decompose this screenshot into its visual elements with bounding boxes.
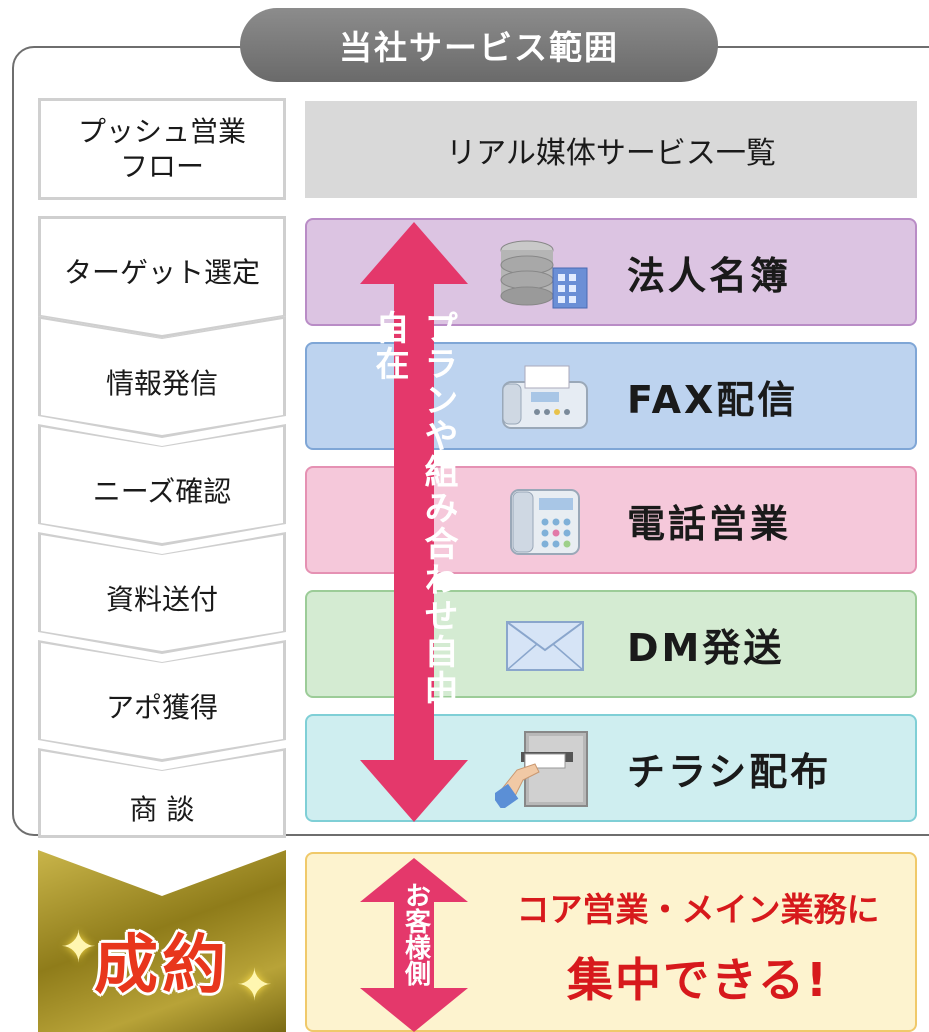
core-business-line1: コア営業・メイン業務に xyxy=(516,890,880,929)
service-label: 法人名簿 xyxy=(627,253,792,298)
flow-step-appointment: アポ獲得 xyxy=(38,640,286,762)
telephone-icon xyxy=(510,489,580,555)
flow-step-label: ニーズ確認 xyxy=(41,427,283,543)
flow-step-target: ターゲット選定 xyxy=(38,216,286,338)
service-label: DM発送 xyxy=(627,625,785,670)
service-label: FAX配信 xyxy=(627,377,799,422)
service-label: 電話営業 xyxy=(627,501,792,546)
database-building-icon xyxy=(500,240,588,309)
sparkle-icon: ✦ xyxy=(236,960,273,1011)
mailbox-hand-icon xyxy=(495,731,588,808)
flexible-plan-text: プランや組み合わせ自由自在 xyxy=(369,310,458,730)
double-arrow-icon xyxy=(360,858,468,1032)
service-label: チラシ配布 xyxy=(627,749,832,794)
service-scope-title: 当社サービス範囲 xyxy=(240,8,718,82)
flow-header: プッシュ営業 フロー xyxy=(38,98,286,200)
contract-label: 成約 xyxy=(94,929,230,1003)
customer-side-text: お客様側 xyxy=(400,882,431,986)
flow-step-label: ターゲット選定 xyxy=(41,219,283,335)
envelope-icon xyxy=(506,621,584,671)
core-business-line2: 集中できる! xyxy=(566,953,830,1007)
sparkle-icon: ✦ xyxy=(60,922,97,973)
services-header: リアル媒体サービス一覧 xyxy=(305,101,917,198)
double-arrow-icon xyxy=(360,222,468,822)
fax-machine-icon xyxy=(502,365,588,429)
